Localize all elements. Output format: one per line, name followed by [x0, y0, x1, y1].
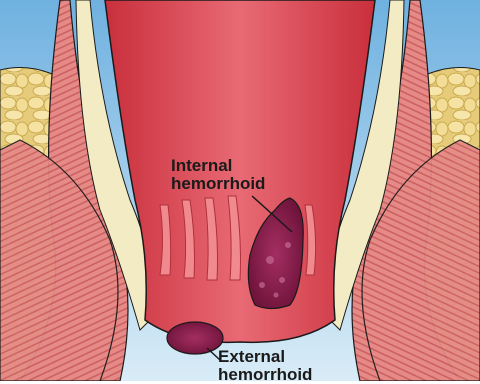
- internal-label-line2: hemorrhoid: [171, 175, 265, 193]
- external-hemorrhoid: [167, 322, 223, 354]
- internal-hemorrhoid-label: Internal hemorrhoid: [171, 157, 265, 193]
- external-hemorrhoid-label: External hemorrhoid: [218, 348, 312, 384]
- external-label-line1: External: [218, 348, 312, 366]
- internal-label-line1: Internal: [171, 157, 265, 175]
- external-label-line2: hemorrhoid: [218, 366, 312, 384]
